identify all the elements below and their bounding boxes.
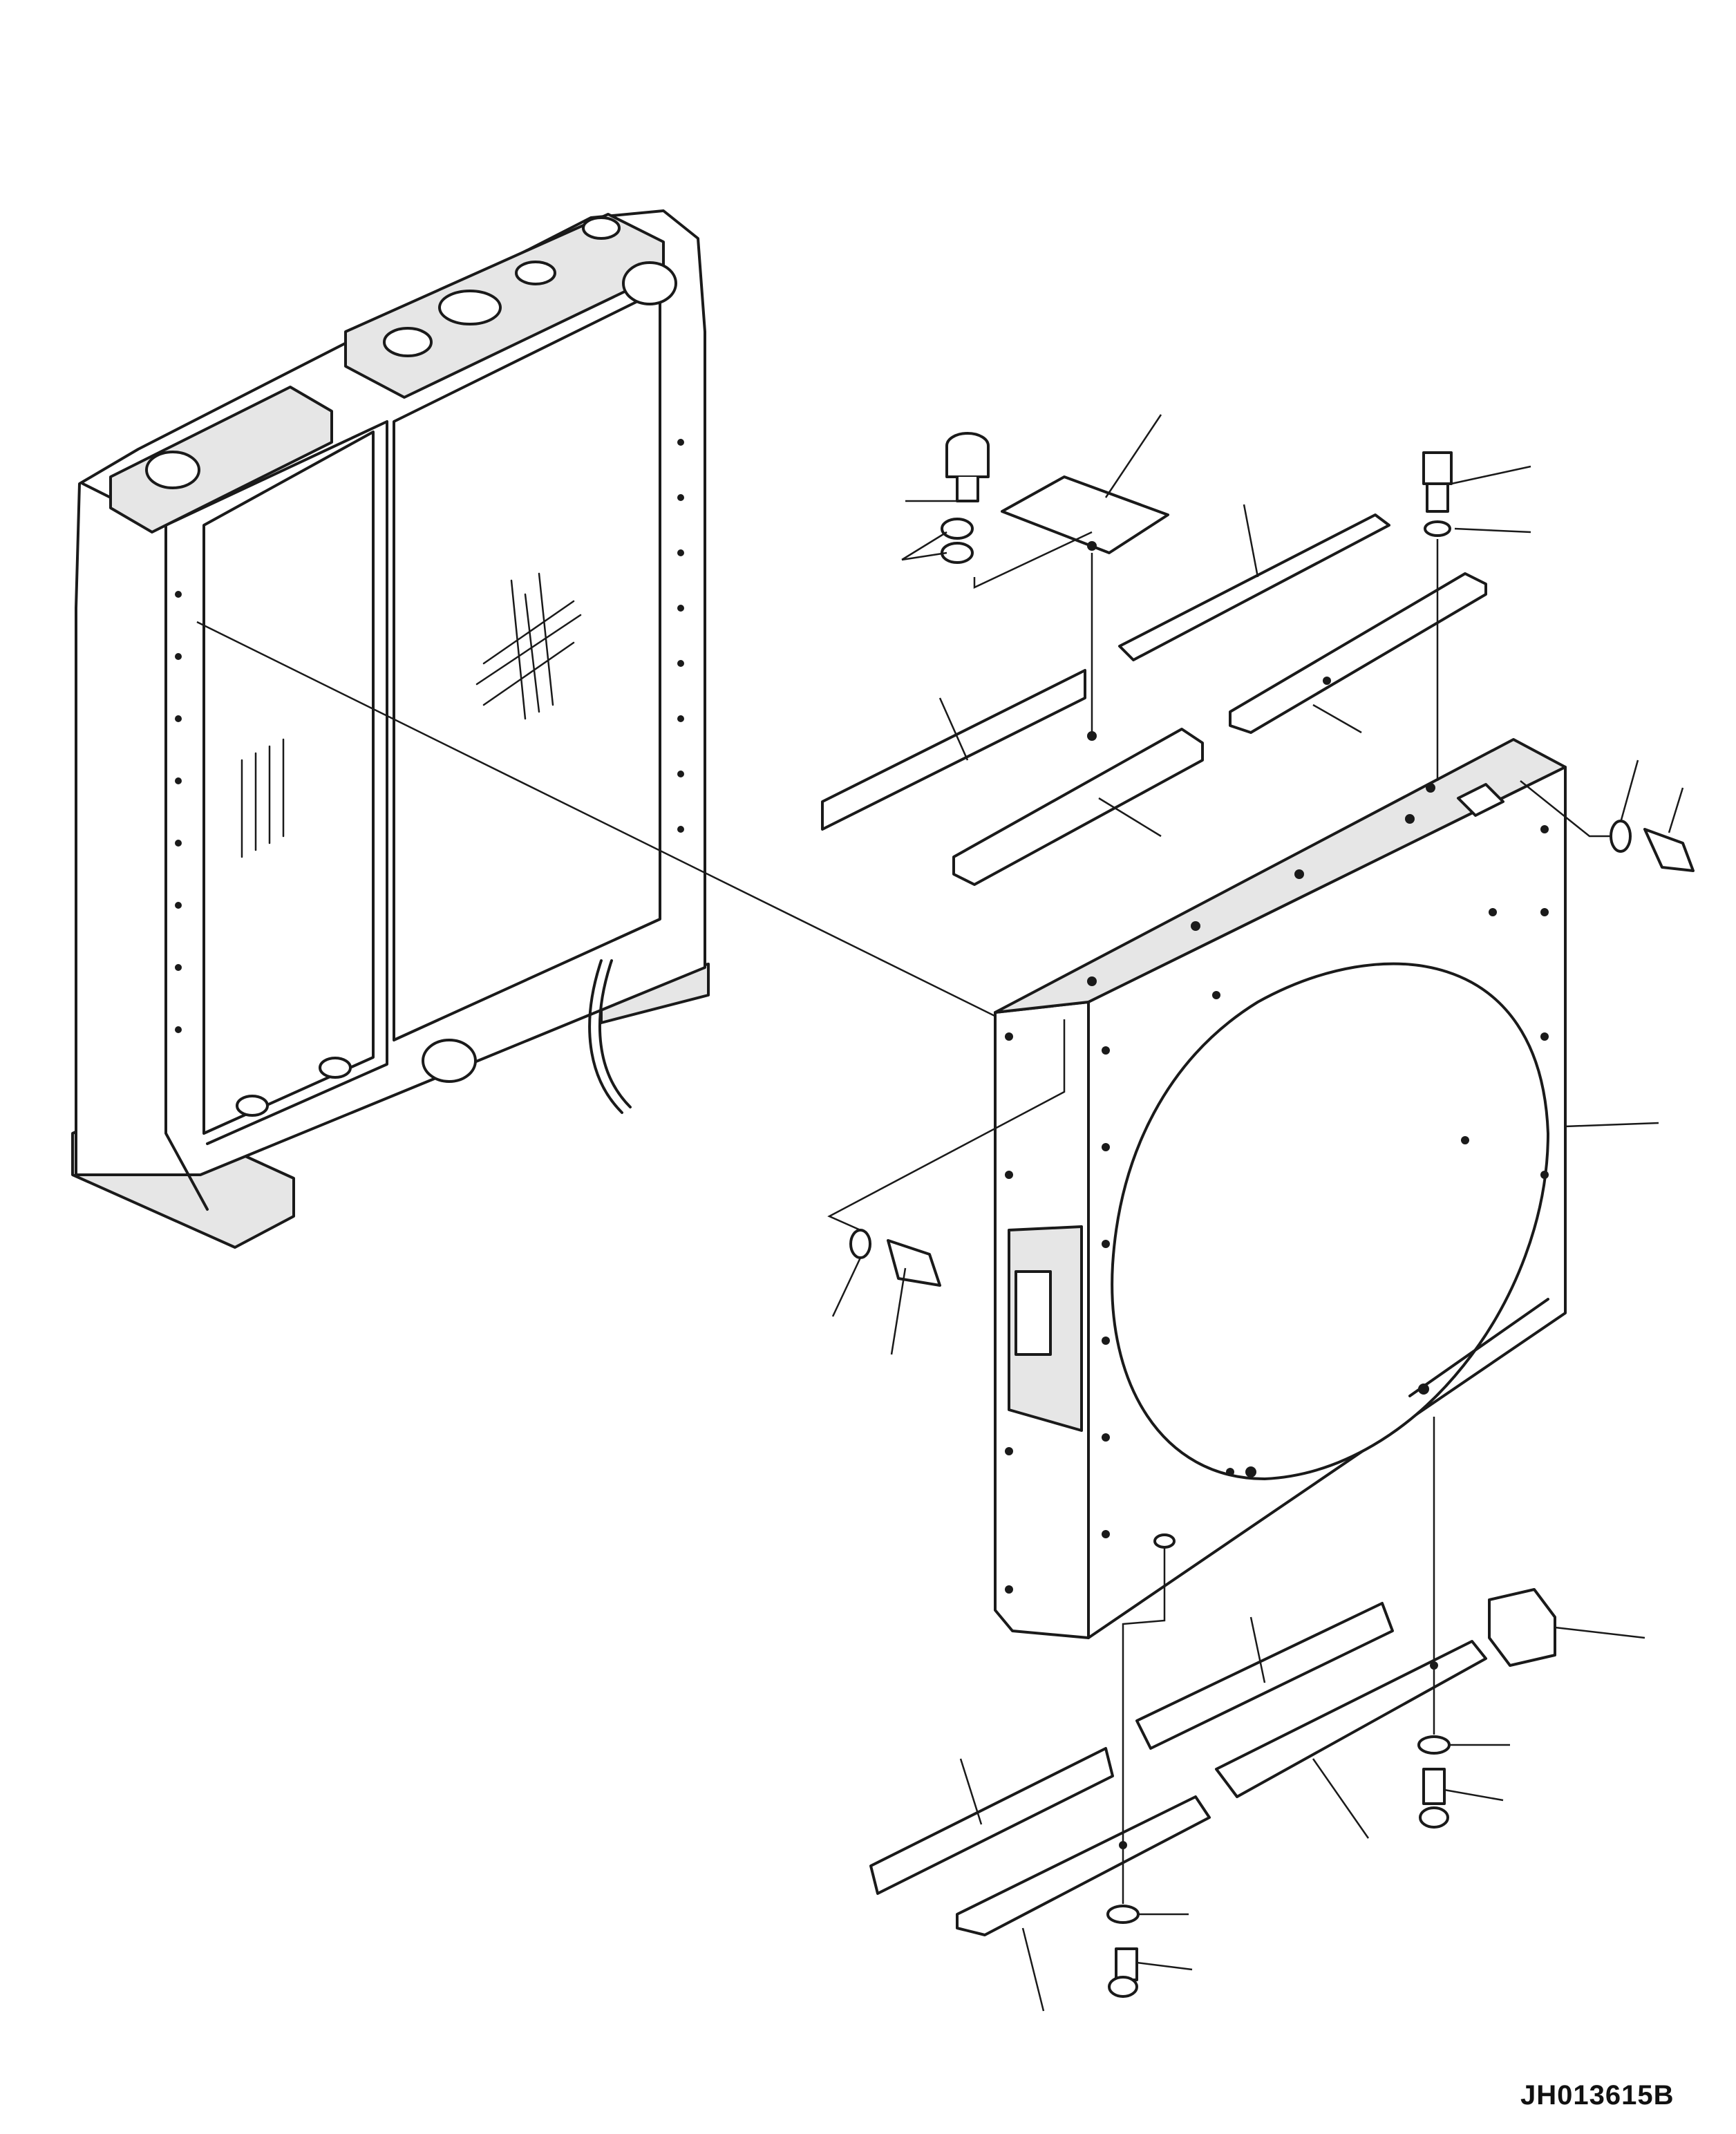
upper-mount-parts (821, 432, 1695, 1287)
alignment-line-radiator-shroud (196, 621, 1037, 1038)
lower-mount-parts (869, 1533, 1556, 1998)
fan-shroud (994, 738, 1567, 1639)
radiator-assembly (71, 209, 710, 1249)
drawing-code-label: JH013615B (1520, 2080, 1674, 2111)
fastener-center-lines (827, 531, 1610, 1904)
radiator-side-holes (175, 439, 684, 1033)
callout-leaders (831, 414, 1684, 2012)
shroud-holes (1005, 783, 1549, 1594)
